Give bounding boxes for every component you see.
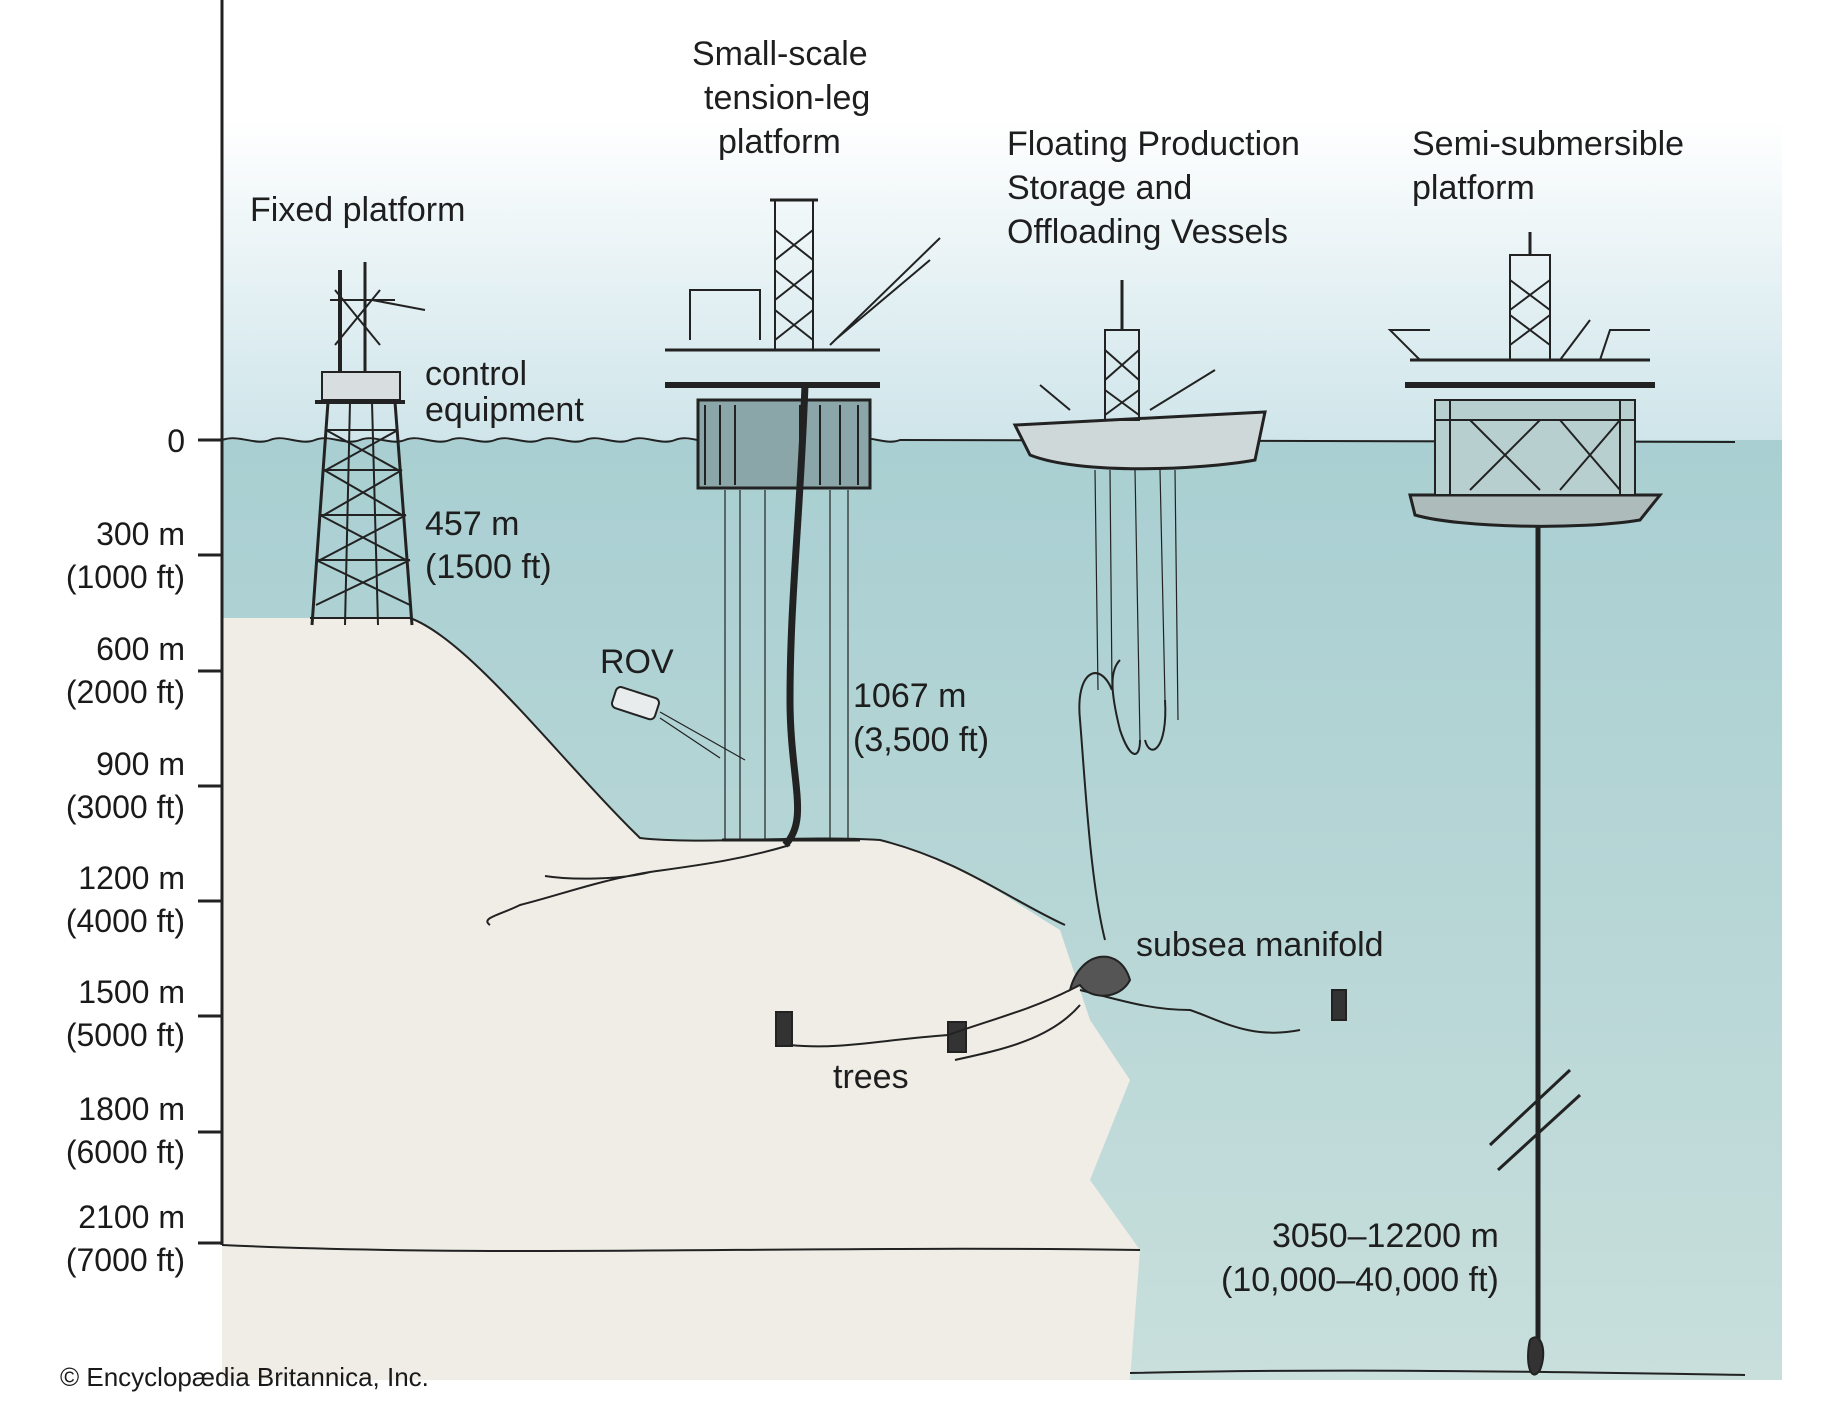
tlp-label-line2: tension-leg — [704, 79, 871, 117]
fpso-label-line3: Offloading Vessels — [1007, 213, 1288, 251]
depth-tick-1500-ft: (5000 ft) — [65, 1017, 185, 1053]
depth-tick-900-ft: (3000 ft) — [65, 789, 185, 825]
depth-tick-2100-ft: (7000 ft) — [65, 1242, 185, 1278]
control-equipment-label-line2: equipment — [425, 391, 584, 429]
depth-tick-600-ft: (2000 ft) — [65, 674, 185, 710]
semi-depth-label-ft: (10,000–40,000 ft) — [1221, 1261, 1499, 1299]
depth-tick-0: 0 — [167, 423, 185, 459]
tlp-depth-label-m: 1067 m — [853, 677, 967, 715]
semi-depth-label-m: 3050–12200 m — [1272, 1217, 1499, 1255]
tlp-depth-label-ft: (3,500 ft) — [853, 721, 990, 759]
subsea-manifold-label: subsea manifold — [1136, 926, 1384, 964]
depth-tick-1800: 1800 m — [78, 1091, 185, 1127]
tension-leg-platform — [665, 198, 941, 848]
depth-tick-300-ft: (1000 ft) — [65, 559, 185, 595]
semi-label-line1: Semi-submersible — [1412, 125, 1685, 163]
semi-submersible-platform — [1387, 232, 1664, 1376]
depth-tick-1200-ft: (4000 ft) — [65, 903, 185, 939]
depth-tick-1800-ft: (6000 ft) — [65, 1134, 185, 1170]
fpso-vessel — [1012, 280, 1267, 997]
fpso-label-line1: Floating Production — [1007, 125, 1300, 163]
tlp-label-line1: Small-scale — [692, 35, 868, 73]
depth-axis — [198, 0, 224, 1245]
depth-tick-300: 300 m — [96, 516, 185, 552]
control-equipment-label-line1: control — [425, 355, 528, 393]
depth-tick-900: 900 m — [96, 746, 185, 782]
copyright-credit: © Encyclopædia Britannica, Inc. — [60, 1362, 429, 1392]
depth-tick-1500: 1500 m — [78, 974, 185, 1010]
depth-tick-2100: 2100 m — [78, 1199, 185, 1235]
rov-label: ROV — [600, 643, 674, 681]
semi-label-line2: platform — [1412, 169, 1535, 207]
fpso-label-line2: Storage and — [1007, 169, 1193, 207]
fixed-platform — [310, 262, 426, 626]
fixed-platform-label: Fixed platform — [250, 191, 466, 229]
tlp-label-line3: platform — [718, 123, 841, 161]
rov — [610, 686, 746, 761]
trees-label: trees — [833, 1058, 909, 1096]
depth-tick-1200: 1200 m — [78, 860, 185, 896]
seabed — [222, 618, 1140, 1380]
fixed-depth-label-m: 457 m — [425, 505, 520, 543]
depth-tick-600: 600 m — [96, 631, 185, 667]
fixed-depth-label-ft: (1500 ft) — [425, 548, 552, 586]
subsea-trees — [775, 989, 1347, 1061]
